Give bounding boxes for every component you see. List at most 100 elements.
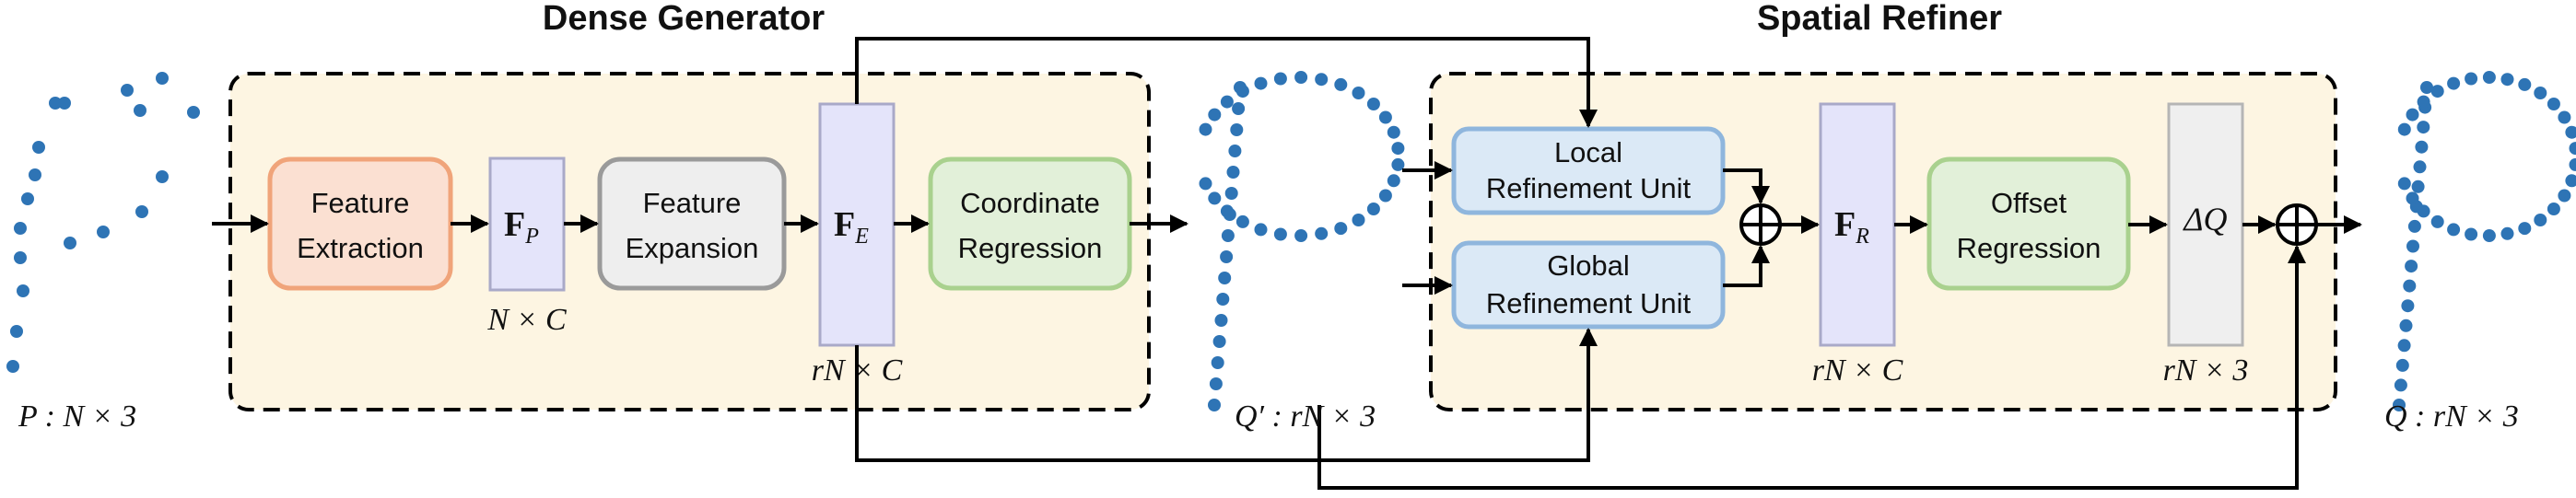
output-point (2569, 157, 2576, 171)
output-point (2430, 85, 2444, 98)
output-point (2420, 81, 2433, 94)
output-point (2405, 260, 2418, 273)
fp-feature-block (488, 156, 566, 292)
input-point (135, 205, 148, 218)
output-point (2447, 223, 2461, 237)
input-point (187, 106, 200, 119)
output-point (2397, 339, 2411, 353)
output-point (2565, 125, 2576, 139)
output-point (2558, 110, 2571, 124)
delta-q-dims: rN × 3 (2163, 353, 2249, 388)
output-point (2394, 378, 2407, 392)
fr-symbol: FR (1834, 205, 1869, 249)
output-point (2534, 87, 2547, 99)
skip-qprime-to-sum (1317, 245, 2306, 490)
output-point (2417, 204, 2430, 218)
dense-cloud-label: Q′ : rN × 3 (1235, 400, 1376, 434)
skip-fe-to-global (855, 328, 1598, 462)
global-to-sum (1723, 245, 1770, 287)
output-point-cloud (2393, 71, 2576, 411)
output-point (2547, 98, 2560, 110)
dense-point (1334, 77, 1348, 91)
dense-point (1273, 72, 1287, 86)
dense-point (1315, 226, 1329, 240)
input-point (14, 251, 27, 264)
feature-extraction-label-2: Extraction (297, 232, 424, 264)
global-refinement-label-2: Refinement Unit (1486, 287, 1692, 319)
spatial-refiner-title: Spatial Refiner (1757, 0, 2002, 38)
output-point (2569, 142, 2576, 156)
dense-point (1334, 222, 1348, 236)
dense-point (1220, 95, 1234, 109)
delta-q-symbol: ΔQ (2182, 201, 2227, 237)
dense-point (1235, 214, 1249, 228)
fr-feature-block (1819, 102, 1896, 347)
input-cloud-label: P : N × 3 (18, 400, 136, 434)
fr-dims: rN × C (1812, 353, 1903, 388)
feature-expansion-box (597, 156, 787, 291)
feature-extraction-box (267, 156, 453, 291)
output-point (2411, 180, 2425, 193)
dense-point (1224, 187, 1238, 200)
output-point (2395, 358, 2409, 372)
skip-fe-to-local (855, 37, 1598, 128)
offset-regression-label-2: Regression (1957, 232, 2102, 264)
output-point (2447, 76, 2461, 90)
output-point (2406, 191, 2419, 205)
dense-point (1211, 356, 1224, 369)
dense-point (1387, 174, 1400, 188)
output-point (2534, 214, 2547, 226)
dense-point (1218, 272, 1232, 284)
input-point (58, 97, 71, 110)
local-refinement-label-1: Local (1554, 136, 1622, 168)
input-point (64, 237, 76, 249)
dense-point (1235, 85, 1249, 98)
dense-point (1378, 110, 1392, 124)
output-point (2407, 219, 2421, 233)
input-point (14, 222, 27, 235)
dense-point (1220, 250, 1234, 263)
output-point (2500, 73, 2514, 87)
output-point (2500, 226, 2514, 240)
input-point (49, 97, 62, 110)
feature-expansion-label-1: Feature (643, 187, 742, 219)
output-point (2413, 160, 2427, 174)
dense-point (1378, 189, 1392, 203)
dense-point (1254, 223, 1268, 237)
output-point (2518, 222, 2532, 236)
dense-point (1216, 293, 1230, 306)
coordinate-regression-label-2: Regression (958, 232, 1103, 264)
dense-point (1199, 122, 1212, 136)
input-point (121, 84, 134, 97)
output-point (2547, 203, 2560, 215)
dense-point (1294, 229, 1308, 242)
output-point (2401, 299, 2415, 313)
dense-point (1208, 399, 1221, 411)
dense-point (1273, 227, 1287, 241)
output-point (2518, 77, 2532, 91)
input-point (97, 226, 110, 238)
dense-point (1226, 166, 1240, 179)
input-point (10, 325, 23, 338)
output-point (2393, 399, 2406, 411)
dense-point (1387, 125, 1400, 139)
output-point (2403, 279, 2417, 293)
dense-point (1199, 177, 1212, 191)
output-point (2430, 214, 2444, 228)
dense-point (1214, 314, 1228, 327)
feature-expansion-label-2: Expansion (626, 232, 759, 264)
input-point (6, 360, 19, 373)
output-point (2397, 177, 2411, 191)
dense-generator-title: Dense Generator (543, 0, 825, 38)
dense-point (1352, 87, 1365, 99)
feature-extraction-label-1: Feature (311, 187, 410, 219)
local-refinement-label-2: Refinement Unit (1486, 172, 1692, 204)
dense-point (1352, 214, 1365, 226)
dense-point (1221, 229, 1235, 242)
dense-point (1294, 71, 1308, 84)
dense-point (1228, 145, 1242, 157)
output-cloud-label: Q : rN × 3 (2384, 400, 2519, 434)
offset-regression-label-1: Offset (1991, 187, 2067, 219)
input-point (134, 104, 146, 117)
